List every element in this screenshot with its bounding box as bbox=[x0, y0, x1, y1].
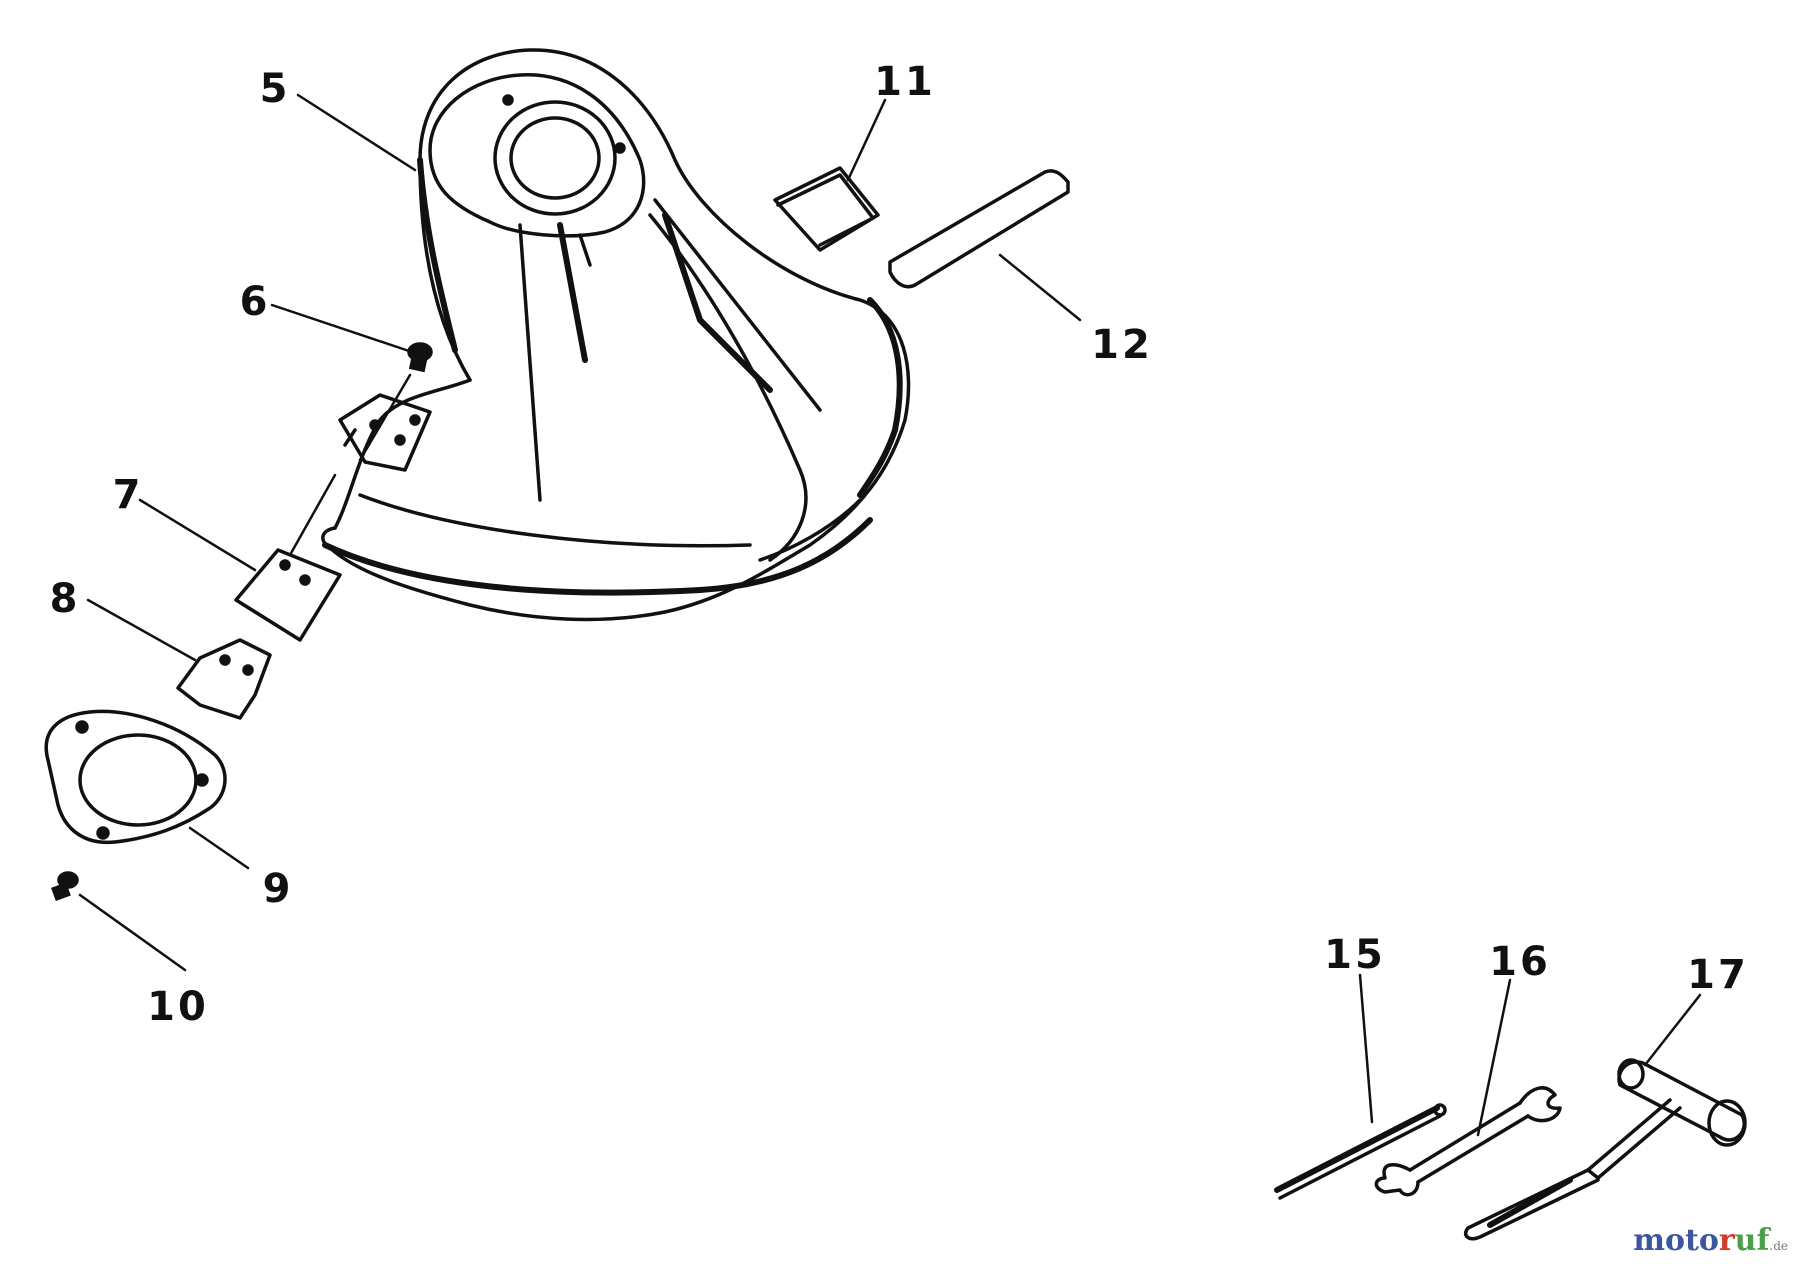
watermark-r: r bbox=[1718, 1223, 1735, 1258]
callout-5: 5 bbox=[260, 66, 291, 112]
callout-6: 6 bbox=[240, 279, 271, 325]
leader-7-assembly bbox=[288, 473, 337, 557]
leader-8 bbox=[86, 598, 197, 662]
leader-10 bbox=[78, 893, 187, 972]
callout-8: 8 bbox=[50, 576, 81, 622]
watermark-de: .de bbox=[1769, 1239, 1788, 1253]
part-9-flange bbox=[44, 709, 227, 845]
leader-6 bbox=[270, 303, 414, 354]
part-10-bolt bbox=[51, 871, 79, 901]
leader-17 bbox=[1643, 993, 1702, 1067]
part-15-rod bbox=[1274, 1103, 1447, 1200]
part-7-plate bbox=[234, 548, 342, 642]
part-11-decal bbox=[773, 166, 880, 252]
part-16-wrench bbox=[1374, 1086, 1562, 1197]
callout-10: 10 bbox=[147, 984, 209, 1030]
callout-12: 12 bbox=[1091, 322, 1153, 368]
leader-6-assembly bbox=[358, 373, 412, 462]
leader-5 bbox=[296, 93, 417, 172]
part-6-screw bbox=[407, 342, 433, 373]
callout-17: 17 bbox=[1687, 952, 1749, 998]
leader-9 bbox=[188, 826, 250, 870]
callout-11: 11 bbox=[874, 59, 936, 105]
part-17-socket-wrench bbox=[1463, 1058, 1747, 1241]
watermark-logo: motoruf.de bbox=[1633, 1223, 1788, 1258]
part-5-guard-housing bbox=[321, 48, 911, 622]
watermark-moto: moto bbox=[1633, 1223, 1719, 1258]
housing-bracket bbox=[338, 393, 432, 472]
callout-16: 16 bbox=[1489, 939, 1551, 985]
watermark-uf: uf bbox=[1734, 1223, 1770, 1258]
leader-11 bbox=[846, 98, 887, 182]
callout-7: 7 bbox=[113, 472, 144, 518]
leader-12 bbox=[998, 253, 1082, 322]
leader-lines bbox=[78, 93, 1702, 1137]
callout-15: 15 bbox=[1324, 932, 1386, 978]
part-12-decal bbox=[888, 169, 1070, 289]
part-callouts: 5 6 7 8 9 10 11 12 15 16 17 bbox=[50, 59, 1749, 1030]
leader-7 bbox=[138, 498, 257, 572]
part-8-clamp-plate bbox=[176, 638, 272, 720]
leader-16 bbox=[1476, 978, 1512, 1137]
callout-9: 9 bbox=[263, 866, 294, 912]
leader-15 bbox=[1358, 973, 1374, 1124]
